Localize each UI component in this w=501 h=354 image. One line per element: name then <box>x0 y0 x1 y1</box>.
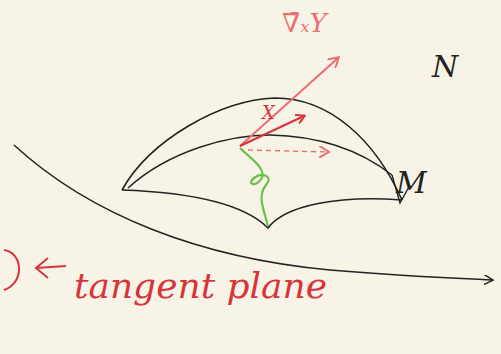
plane-label: tangent plane <box>74 268 327 304</box>
covariant-derivative-label: ∇̄ₓY <box>282 10 327 36</box>
ambient-curve <box>14 145 492 280</box>
curve-gamma <box>240 148 269 226</box>
submanifold-label: M <box>396 168 427 198</box>
plane-mark <box>4 250 19 290</box>
pointer-arrow <box>36 258 66 278</box>
manifold-label: N <box>432 52 458 82</box>
projection-vector <box>248 150 328 152</box>
covariant-derivative-vector <box>240 58 338 146</box>
surface-top <box>122 98 402 200</box>
vector-label: X <box>262 104 275 122</box>
